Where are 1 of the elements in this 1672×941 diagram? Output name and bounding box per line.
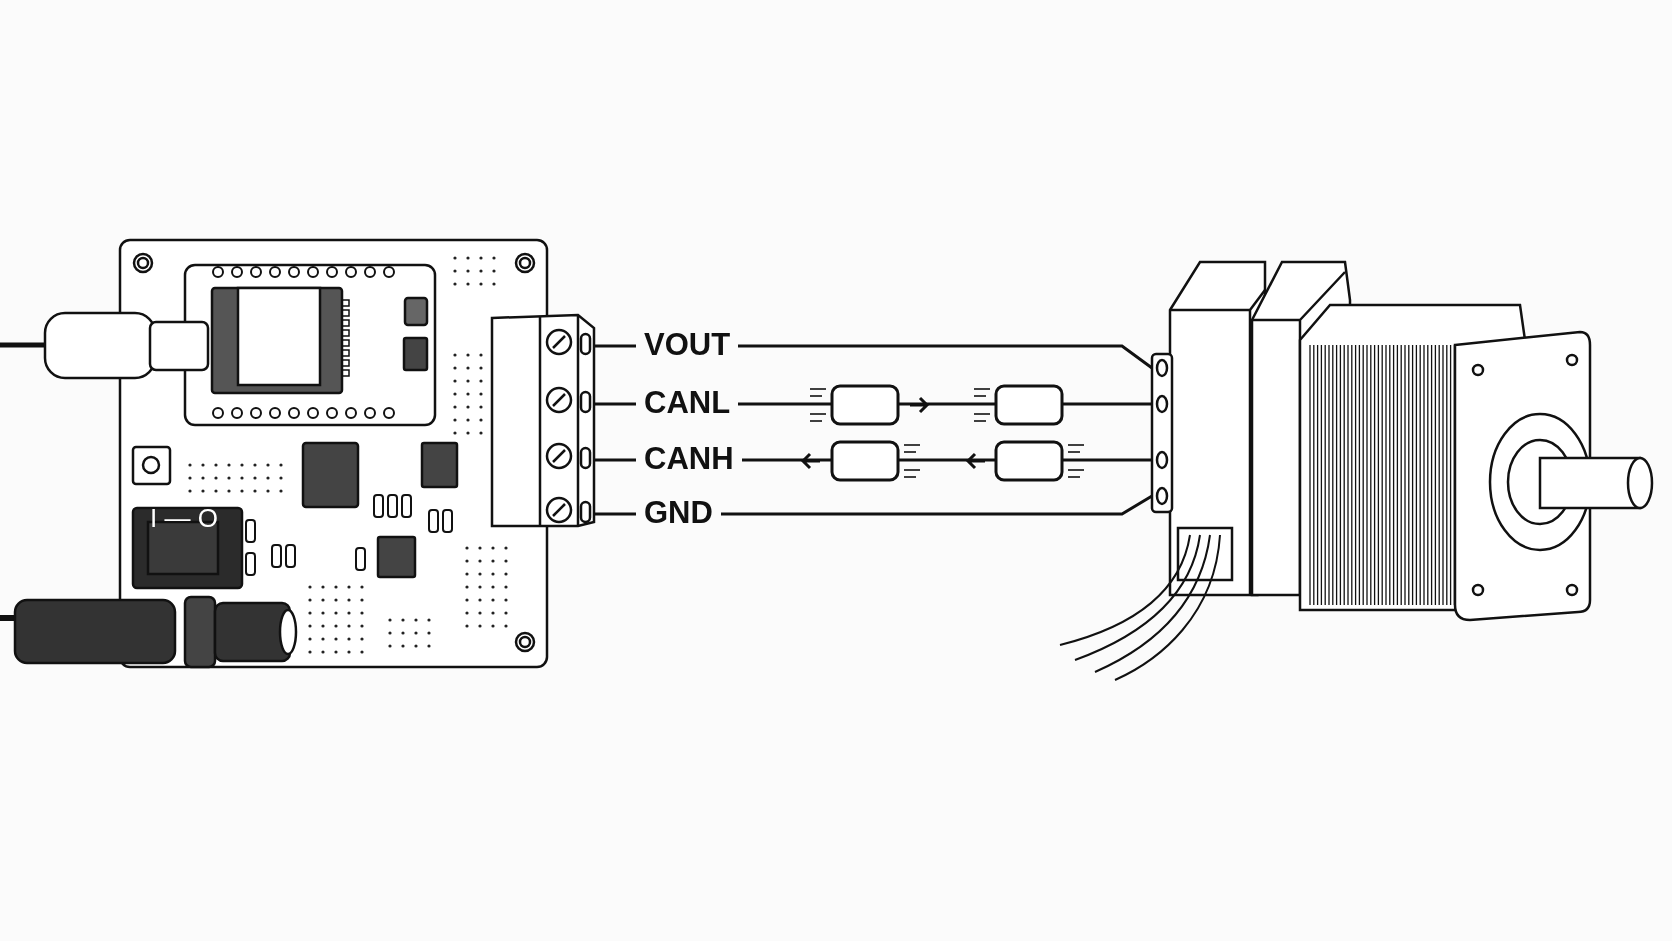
switch-marking: I — O — [150, 505, 218, 531]
